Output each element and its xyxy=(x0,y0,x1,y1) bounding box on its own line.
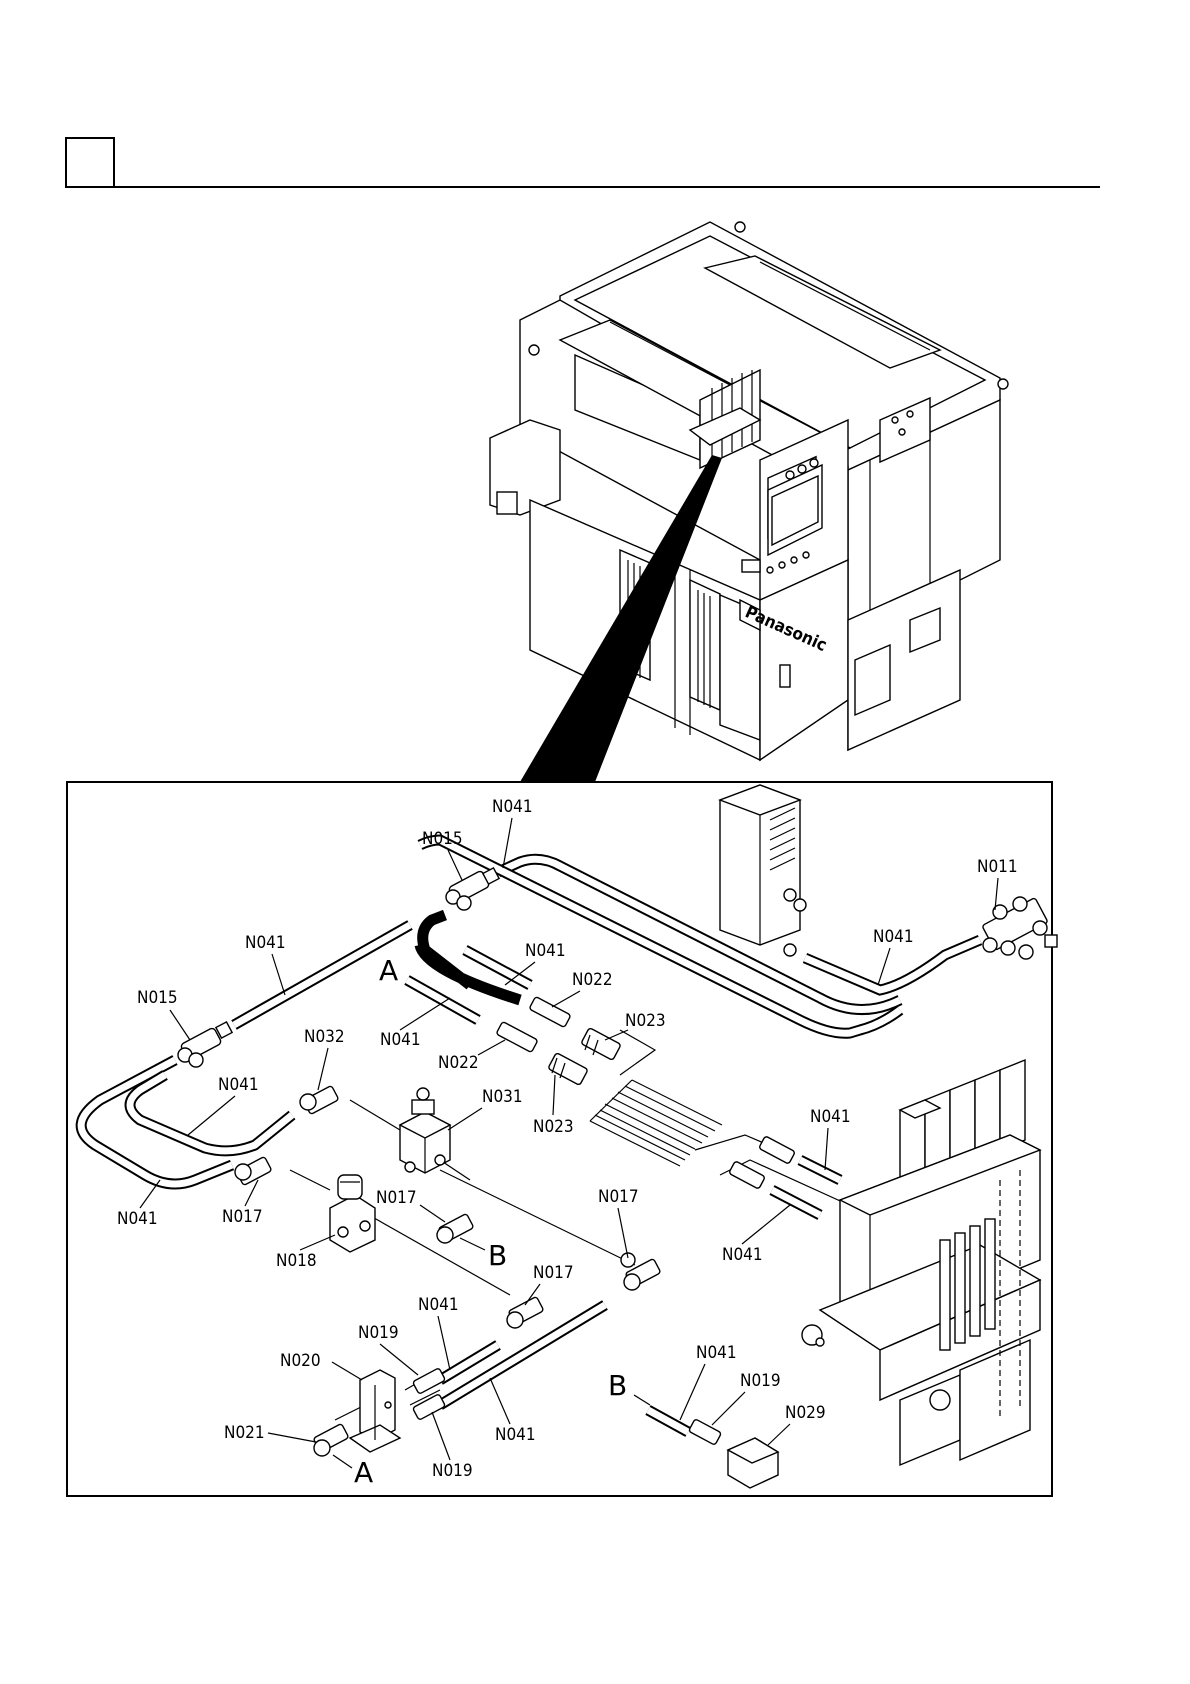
label-N022-lower: N022 xyxy=(438,1053,479,1073)
label-N041-valve: N041 xyxy=(418,1295,459,1315)
fitting-N015-top xyxy=(446,868,499,910)
label-N041-left-upper: N041 xyxy=(245,933,286,953)
regulator-N018 xyxy=(330,1175,375,1252)
label-N019-lower: N019 xyxy=(432,1461,473,1481)
fitting-N021 xyxy=(313,1423,349,1456)
label-A-bottom: A xyxy=(354,1456,373,1489)
label-N029: N029 xyxy=(785,1403,826,1423)
label-N018: N018 xyxy=(276,1251,317,1271)
fitting-N022-lower xyxy=(496,1021,538,1052)
fitting-N019-upper xyxy=(412,1368,445,1394)
fitting-N023-upper xyxy=(581,1028,621,1061)
label-N017-lower: N017 xyxy=(533,1263,574,1283)
fitting-N019-lower xyxy=(412,1394,445,1420)
label-N019-upper: N019 xyxy=(358,1323,399,1343)
label-N031: N031 xyxy=(482,1087,523,1107)
fitting-N017-right xyxy=(621,1253,661,1290)
label-N041-top: N041 xyxy=(492,797,533,817)
label-N041-left-bottom: N041 xyxy=(117,1209,158,1229)
label-N015-left: N015 xyxy=(137,988,178,1008)
regulator-N031 xyxy=(400,1088,450,1173)
label-N041-mid-upper: N041 xyxy=(525,941,566,961)
fitting-N019-b xyxy=(688,1419,721,1445)
label-N032: N032 xyxy=(304,1027,345,1047)
fitting-N015-left xyxy=(178,1022,232,1067)
label-N017-mid: N017 xyxy=(376,1188,417,1208)
silencer-N029 xyxy=(728,1438,778,1488)
label-N041-left-mid: N041 xyxy=(218,1075,259,1095)
label-N023-lower: N023 xyxy=(533,1117,574,1137)
label-B-mid: B xyxy=(488,1239,507,1272)
ejector-unit xyxy=(720,785,806,956)
label-N022-upper: N022 xyxy=(572,970,613,990)
tubing xyxy=(81,840,980,1432)
label-B-bottom: B xyxy=(608,1369,627,1402)
section-header xyxy=(66,138,1100,187)
label-N015-top: N015 xyxy=(422,829,463,849)
label-A-top: A xyxy=(379,954,398,987)
fitting-N022-upper xyxy=(529,996,571,1027)
machine-overview: Panasonic xyxy=(490,222,1008,782)
label-N011: N011 xyxy=(977,857,1018,877)
fitting-N017-mid xyxy=(437,1213,474,1243)
label-N041-head-lower: N041 xyxy=(722,1245,763,1265)
label-N021: N021 xyxy=(224,1423,265,1443)
label-N020: N020 xyxy=(280,1351,321,1371)
label-N017-right: N017 xyxy=(598,1187,639,1207)
label-N041-head: N041 xyxy=(810,1107,851,1127)
tube-bundle xyxy=(590,1080,722,1166)
label-N019-b: N019 xyxy=(740,1371,781,1391)
fitting-N017-lower xyxy=(507,1296,544,1328)
fitting-head-upper xyxy=(759,1136,796,1164)
label-N041-mid: N041 xyxy=(380,1030,421,1050)
label-N023-upper: N023 xyxy=(625,1011,666,1031)
fitting-N032 xyxy=(300,1085,339,1114)
label-N041-b: N041 xyxy=(696,1343,737,1363)
label-N017-left: N017 xyxy=(222,1207,263,1227)
valve-N020 xyxy=(350,1370,400,1452)
fitting-N011 xyxy=(982,897,1057,959)
fitting-N023-lower xyxy=(548,1053,588,1086)
section-number-box xyxy=(66,138,114,187)
label-N041-right: N041 xyxy=(873,927,914,947)
label-N041-valve-lower: N041 xyxy=(495,1425,536,1445)
fitting-N017-left xyxy=(235,1156,272,1185)
